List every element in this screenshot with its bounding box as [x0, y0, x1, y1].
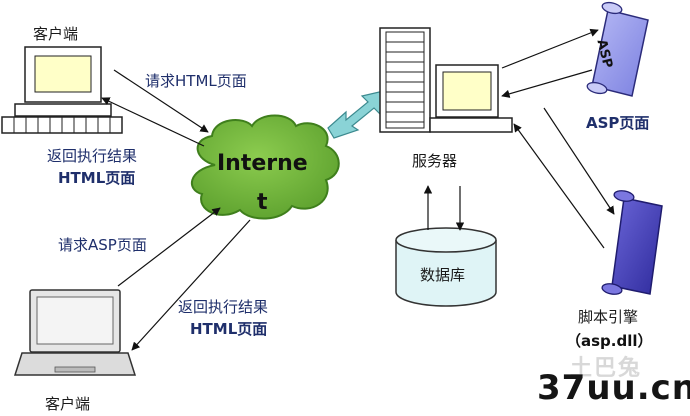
- server-label: 服务器: [412, 152, 458, 170]
- arrow-request-asp: [117, 207, 221, 287]
- client-top-label: 客户端: [33, 25, 79, 43]
- arrow-server-to-asp: [501, 28, 599, 69]
- internet-cloud-icon: [190, 114, 340, 220]
- internet-label-1: Interne: [217, 151, 308, 176]
- arrow-request-html: [113, 69, 209, 133]
- arrow-return-html-top: [101, 97, 205, 147]
- arrow-return-html-bottom: [131, 219, 251, 351]
- arrow-server-to-engine: [543, 107, 615, 215]
- engine-label-2: （asp.dll）: [566, 332, 653, 350]
- return-top-label-2: HTML页面: [58, 169, 136, 187]
- server-tower-icon: [379, 27, 513, 133]
- engine-scroll-icon: [601, 190, 663, 295]
- watermark-brand: 37uu.cn: [537, 368, 690, 408]
- internet-label-2: t: [257, 190, 268, 215]
- return-bottom-label-1: 返回执行结果: [178, 298, 269, 316]
- bidirectional-link-arrow: [327, 89, 389, 139]
- database-label: 数据库: [420, 266, 466, 284]
- return-bottom-label-2: HTML页面: [190, 320, 268, 338]
- arrow-asp-to-server: [501, 69, 593, 98]
- client-bottom-label: 客户端: [45, 395, 91, 413]
- laptop-icon: [13, 289, 137, 376]
- arrow-engine-to-server: [513, 123, 605, 249]
- asp-page-label: ASP页面: [586, 114, 650, 132]
- engine-label-1: 脚本引擎: [578, 308, 639, 326]
- request-html-label: 请求HTML页面: [145, 72, 247, 90]
- request-asp-label: 请求ASP页面: [58, 236, 147, 254]
- desktop-computer-icon: [1, 46, 123, 134]
- watermark-faint: 土巴兔: [570, 356, 643, 381]
- database-cylinder-icon: [395, 227, 497, 307]
- return-top-label-1: 返回执行结果: [47, 147, 138, 165]
- asp-scroll-icon: [586, 1, 649, 97]
